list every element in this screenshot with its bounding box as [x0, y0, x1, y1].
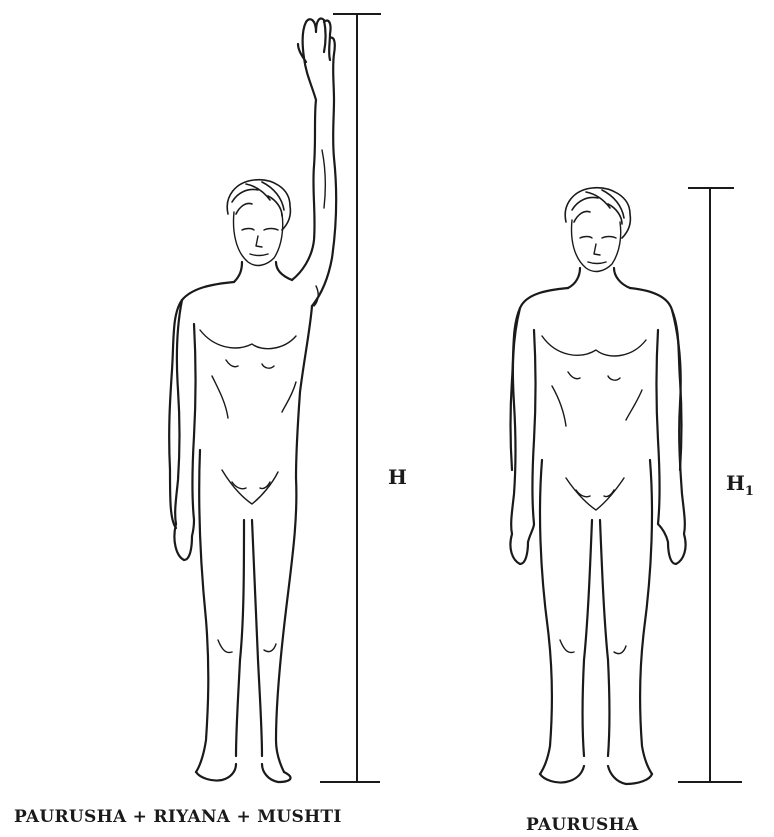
left-figure-chest	[200, 330, 296, 418]
left-figure-legs	[196, 450, 296, 772]
caption-standing: PAURUSHA	[526, 815, 639, 835]
dimension-H1-letter: H	[726, 471, 745, 495]
left-figure-arm-muscle	[314, 150, 325, 306]
dimension-H1-subscript: 1	[745, 484, 754, 499]
right-figure-feet	[540, 766, 652, 784]
figure-raised-arm	[169, 19, 336, 783]
dimension-H1-label: H1	[726, 471, 754, 499]
left-figure-hanging-arm	[174, 300, 195, 560]
right-figure-chest	[542, 336, 646, 426]
left-figure-torso	[169, 282, 312, 528]
caption-raised-arm: PAURUSHA + RIYANA + MUSHTI	[14, 807, 342, 827]
dimension-H-label: H	[388, 465, 407, 489]
left-figure-feet	[196, 764, 291, 782]
right-figure-legs	[540, 460, 652, 774]
right-figure-left-arm	[510, 308, 535, 564]
left-figure-groin	[218, 470, 278, 653]
left-figure-face	[234, 212, 283, 265]
dimension-H1: H1	[678, 188, 754, 782]
right-figure-face	[572, 220, 621, 271]
left-figure-hair	[227, 180, 290, 230]
figure-standing	[510, 188, 685, 784]
right-figure-groin	[560, 478, 626, 654]
left-figure-raised-arm	[292, 19, 336, 307]
